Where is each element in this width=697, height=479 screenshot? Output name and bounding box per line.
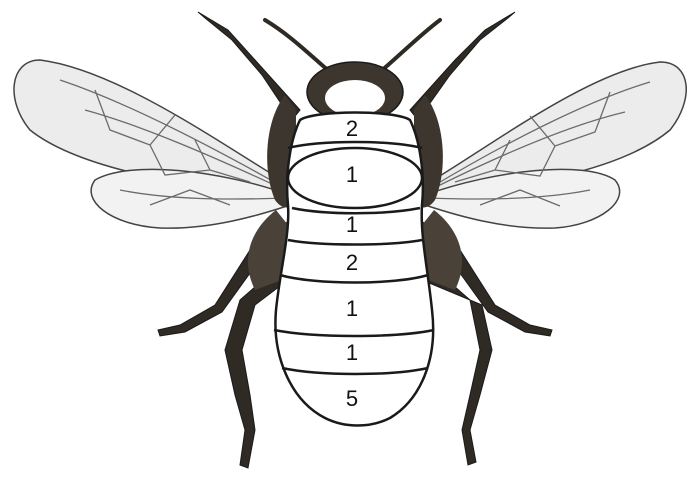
segment-label-5: 1 [346, 296, 358, 321]
segment-label-3: 1 [346, 212, 358, 237]
left-antenna [265, 20, 330, 72]
segment-label-6: 1 [346, 340, 358, 365]
left-wings [14, 60, 290, 228]
right-wings [425, 62, 686, 228]
segment-label-7: 5 [346, 386, 358, 411]
right-antenna [380, 20, 440, 72]
segment-label-4: 2 [346, 250, 358, 275]
segment-label-2: 1 [346, 162, 358, 187]
segment-label-1: 2 [346, 116, 358, 141]
